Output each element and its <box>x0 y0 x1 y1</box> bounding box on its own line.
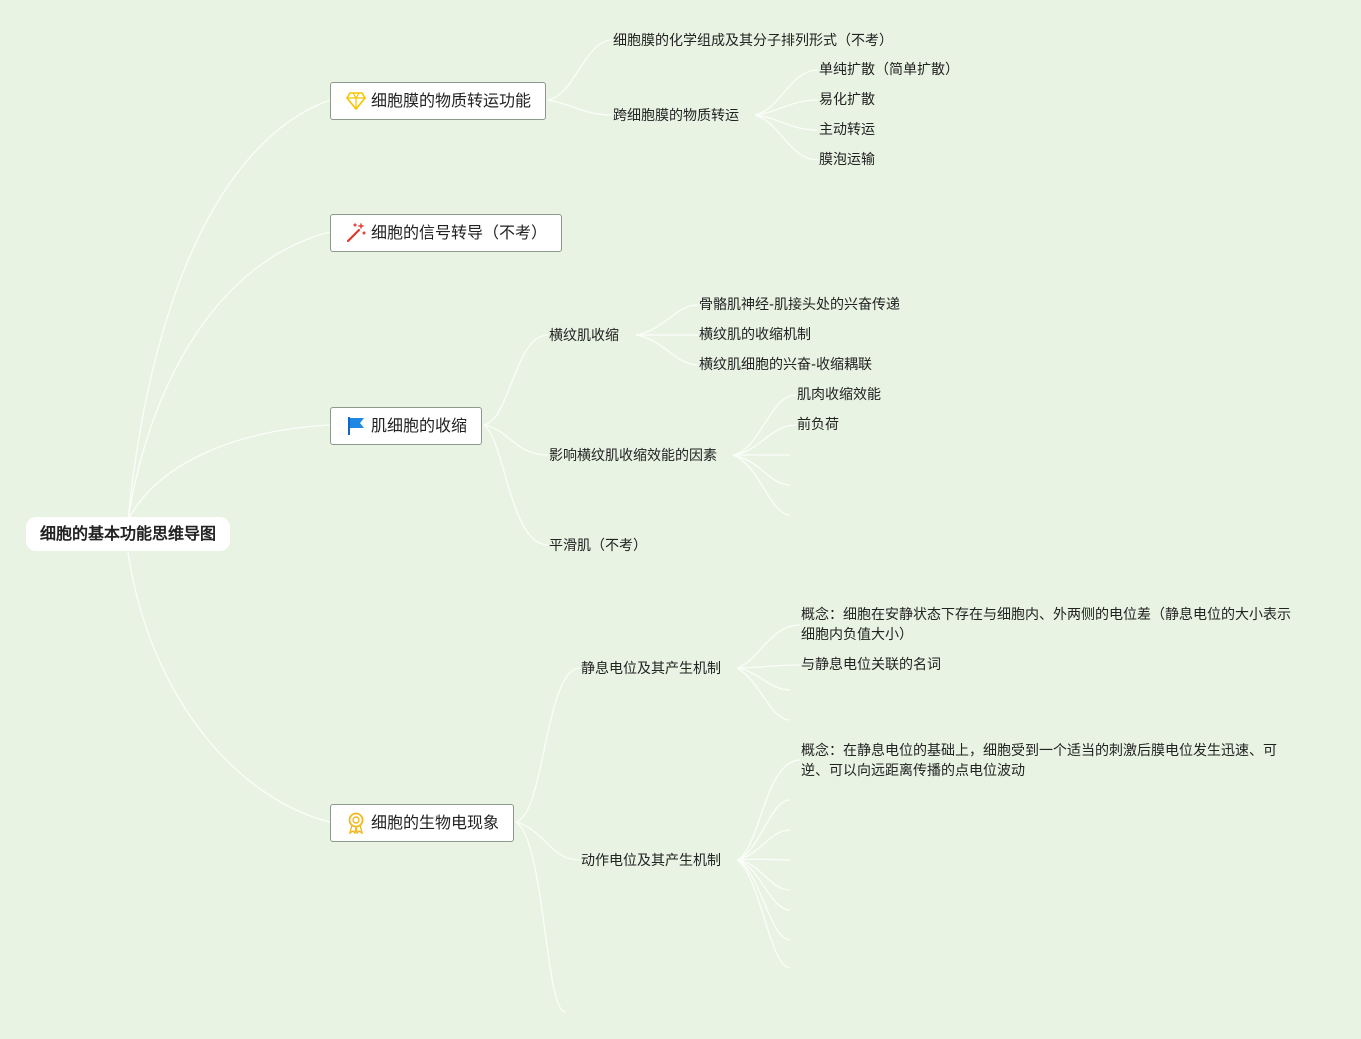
magic-wand-icon <box>345 222 367 244</box>
leaf-preload[interactable]: 前负荷 <box>797 417 839 433</box>
subtopic-smooth-muscle[interactable]: 平滑肌（不考） <box>549 538 647 554</box>
leaf-resting-concept[interactable]: 概念：细胞在安静状态下存在与细胞内、外两侧的电位差（静息电位的大小表示细胞内负值… <box>801 607 1291 643</box>
subtopic-transmembrane-transport[interactable]: 跨细胞膜的物质转运 <box>613 108 739 124</box>
topic-membrane-transport[interactable]: 细胞膜的物质转运功能 <box>330 82 547 120</box>
leaf-simple-diffusion[interactable]: 单纯扩散（简单扩散） <box>819 62 959 78</box>
diamond-icon <box>345 90 367 112</box>
subtopic-action-potential[interactable]: 动作电位及其产生机制 <box>581 853 721 869</box>
leaf-resting-terms[interactable]: 与静息电位关联的名词 <box>801 657 941 673</box>
leaf-contraction-efficiency[interactable]: 肌肉收缩效能 <box>797 387 881 403</box>
topic-bioelectric[interactable]: 细胞的生物电现象 <box>330 804 515 842</box>
subtopic-membrane-composition[interactable]: 细胞膜的化学组成及其分子排列形式（不考） <box>613 33 893 49</box>
leaf-facilitated-diffusion[interactable]: 易化扩散 <box>819 92 875 108</box>
topic-label: 细胞膜的物质转运功能 <box>371 91 532 110</box>
topic-label: 肌细胞的收缩 <box>371 416 468 435</box>
topic-label: 细胞的信号转导（不考） <box>371 223 548 242</box>
root-topic[interactable]: 细胞的基本功能思维导图 <box>26 517 231 551</box>
topic-signal-transduction[interactable]: 细胞的信号转导（不考） <box>330 214 563 252</box>
leaf-contraction-mechanism[interactable]: 横纹肌的收缩机制 <box>699 327 811 343</box>
topic-label: 细胞的生物电现象 <box>371 813 500 832</box>
leaf-action-concept[interactable]: 概念：在静息电位的基础上，细胞受到一个适当的刺激后膜电位发生迅速、可逆、可以向远… <box>801 743 1277 779</box>
award-ribbon-icon <box>345 812 367 834</box>
leaf-active-transport[interactable]: 主动转运 <box>819 122 875 138</box>
subtopic-striated-contraction[interactable]: 横纹肌收缩 <box>549 328 619 344</box>
leaf-nmj-transmission[interactable]: 骨骼肌神经-肌接头处的兴奋传递 <box>699 297 901 313</box>
subtopic-contraction-factors[interactable]: 影响横纹肌收缩效能的因素 <box>549 448 717 464</box>
leaf-ec-coupling[interactable]: 横纹肌细胞的兴奋-收缩耦联 <box>699 357 873 373</box>
flag-icon <box>345 415 367 437</box>
topic-muscle-contraction[interactable]: 肌细胞的收缩 <box>330 407 483 445</box>
subtopic-resting-potential[interactable]: 静息电位及其产生机制 <box>581 661 721 677</box>
leaf-vesicular-transport[interactable]: 膜泡运输 <box>819 152 875 168</box>
